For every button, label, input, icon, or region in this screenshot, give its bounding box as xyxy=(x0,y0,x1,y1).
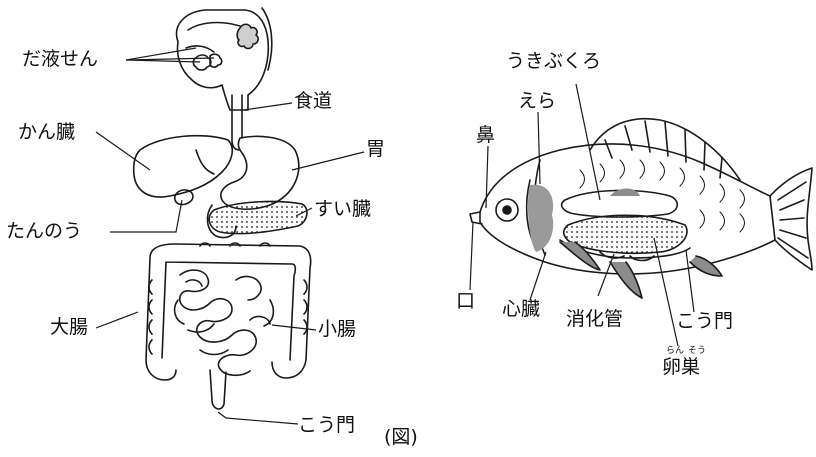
label-human-anus: こう門 xyxy=(298,416,355,435)
label-salivary-gland: だ液せん xyxy=(22,50,98,69)
liver-shape xyxy=(134,136,233,197)
label-mouth: 口 xyxy=(456,292,475,311)
small-intestine-shape xyxy=(180,270,256,375)
esophagus-shape xyxy=(232,95,242,150)
label-large-intestine: 大腸 xyxy=(50,318,88,337)
rectum-shape xyxy=(210,370,226,409)
label-digestive-tract: 消化管 xyxy=(566,310,623,329)
label-small-intestine: 小腸 xyxy=(318,320,356,339)
pancreas-shape xyxy=(209,202,307,234)
figure-caption: (図) xyxy=(384,428,418,447)
label-gallbladder: たんのう xyxy=(6,222,82,241)
label-swim-bladder: うきぶくろ xyxy=(506,52,601,71)
label-nostril: 鼻 xyxy=(476,126,495,145)
label-heart: 心臓 xyxy=(502,300,540,319)
ruby-ovary-2: そう xyxy=(688,347,706,356)
label-fish-anus: こう門 xyxy=(676,312,733,331)
label-liver: かん臓 xyxy=(18,123,75,142)
label-stomach: 胃 xyxy=(366,140,385,159)
salivary-gland-shape xyxy=(237,24,258,48)
fish-diagram xyxy=(470,119,812,298)
label-esophagus: 食道 xyxy=(294,92,332,111)
label-ovary: 卵巣 xyxy=(662,358,700,377)
gill-shading xyxy=(528,185,553,252)
ruby-ovary-1: らん xyxy=(666,347,684,356)
label-pancreas: すい臓 xyxy=(314,200,371,219)
label-gills: えら xyxy=(518,92,556,111)
human-digestive-diagram xyxy=(134,8,311,409)
